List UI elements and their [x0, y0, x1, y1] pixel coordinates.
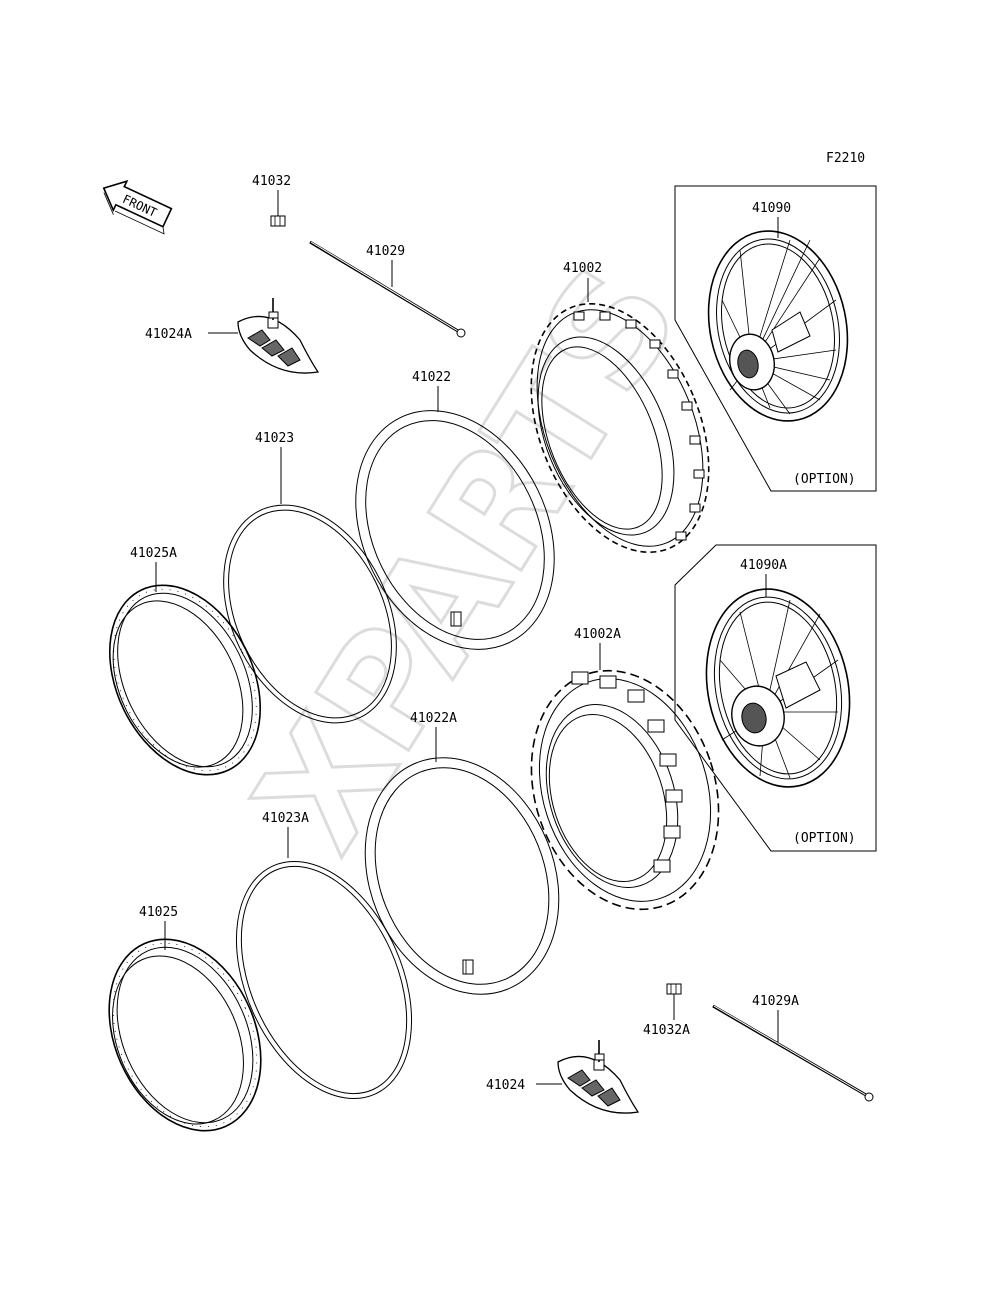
front-rim-41025A: [108, 584, 262, 776]
figure-code: F2210: [826, 151, 865, 166]
valve-nut-41032A: [666, 983, 682, 995]
label-41029: 41029: [366, 244, 405, 259]
front-tire-41002: [530, 302, 710, 554]
label-41025: 41025: [139, 905, 178, 920]
label-41024A: 41024A: [145, 327, 192, 342]
label-41025A: 41025A: [130, 546, 177, 561]
label-41032A: 41032A: [643, 1023, 690, 1038]
label-41032: 41032: [252, 174, 291, 189]
label-41002A: 41002A: [574, 627, 621, 642]
front-wheel-41090: [707, 230, 849, 422]
spoke-41029A: [712, 1004, 874, 1102]
front-arrow-icon: FRONT: [102, 179, 173, 235]
option-label-41090A: (OPTION): [793, 831, 856, 846]
valve-nut-41032: [270, 215, 286, 227]
front-tube-41022: [355, 410, 555, 650]
label-41090: 41090: [752, 201, 791, 216]
label-41029A: 41029A: [752, 994, 799, 1009]
label-41002: 41002: [563, 261, 602, 276]
watermark: XPARTS: [223, 238, 713, 879]
label-41022: 41022: [412, 370, 451, 385]
rear-wheel-41090A: [705, 588, 851, 788]
label-41090A: 41090A: [740, 558, 787, 573]
rim-lock-41024A: [237, 298, 320, 374]
spoke-41029: [309, 240, 466, 338]
rear-rim-band-41023A: [235, 860, 413, 1100]
rear-rim-41025: [108, 938, 262, 1132]
option-box-41090: [674, 185, 877, 492]
option-label-41090: (OPTION): [793, 472, 856, 487]
option-box-41090A: [674, 544, 877, 852]
label-41024: 41024: [486, 1078, 525, 1093]
rear-tube-41022A: [364, 757, 560, 995]
rear-tire-41002A: [530, 669, 720, 911]
label-41023: 41023: [255, 431, 294, 446]
rim-lock-41024: [557, 1040, 640, 1114]
label-41022A: 41022A: [410, 711, 457, 726]
label-41023A: 41023A: [262, 811, 309, 826]
